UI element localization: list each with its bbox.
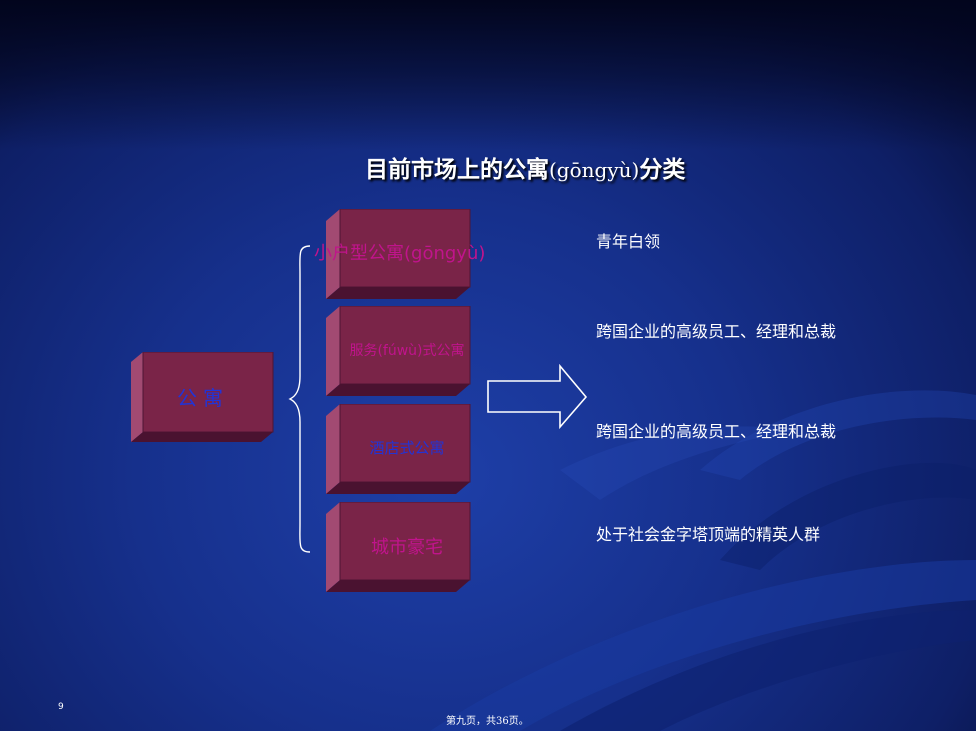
description-3: 跨国企业的高级员工、经理和总裁 <box>596 422 837 441</box>
category-box-2-shape <box>326 306 471 396</box>
root-box-label: 公寓 <box>177 386 229 410</box>
slide-title: 目前市场上的公寓(gōngyù)分类 <box>365 150 785 186</box>
category-box-4: 城市豪宅 <box>326 502 472 594</box>
footer-text: 第九页，共36页。 <box>446 716 529 727</box>
title-main: 目前市场上的公寓 <box>365 157 549 183</box>
title-pinyin: (gōngyù) <box>549 158 640 182</box>
category-label-4: 城市豪宅 <box>371 537 443 558</box>
root-box: 公寓 <box>131 352 275 444</box>
description-1: 青年白领 <box>596 232 661 251</box>
curly-brace <box>288 245 311 553</box>
description-2: 跨国企业的高级员工、经理和总裁 <box>596 322 837 341</box>
page-number: 9 <box>58 702 64 712</box>
description-4: 处于社会金字塔顶端的精英人群 <box>596 525 821 544</box>
title-tail: 分类 <box>639 157 686 183</box>
category-box-1: 小户型公寓(gōngyù) <box>314 209 485 301</box>
category-box-4-shape <box>326 502 471 592</box>
category-label-3: 酒店式公寓 <box>369 439 445 457</box>
right-arrow-icon <box>487 364 588 430</box>
top-shade <box>0 0 976 150</box>
category-label-2: 服务(fúwù)式公寓 <box>349 343 465 359</box>
category-box-2: 服务(fúwù)式公寓 <box>326 306 472 398</box>
category-box-3: 酒店式公寓 <box>326 404 472 496</box>
root-box-shape <box>131 352 274 442</box>
category-box-1-shape <box>326 209 471 299</box>
category-label-1: 小户型公寓(gōngyù) <box>314 243 486 264</box>
category-box-3-shape <box>326 404 471 494</box>
